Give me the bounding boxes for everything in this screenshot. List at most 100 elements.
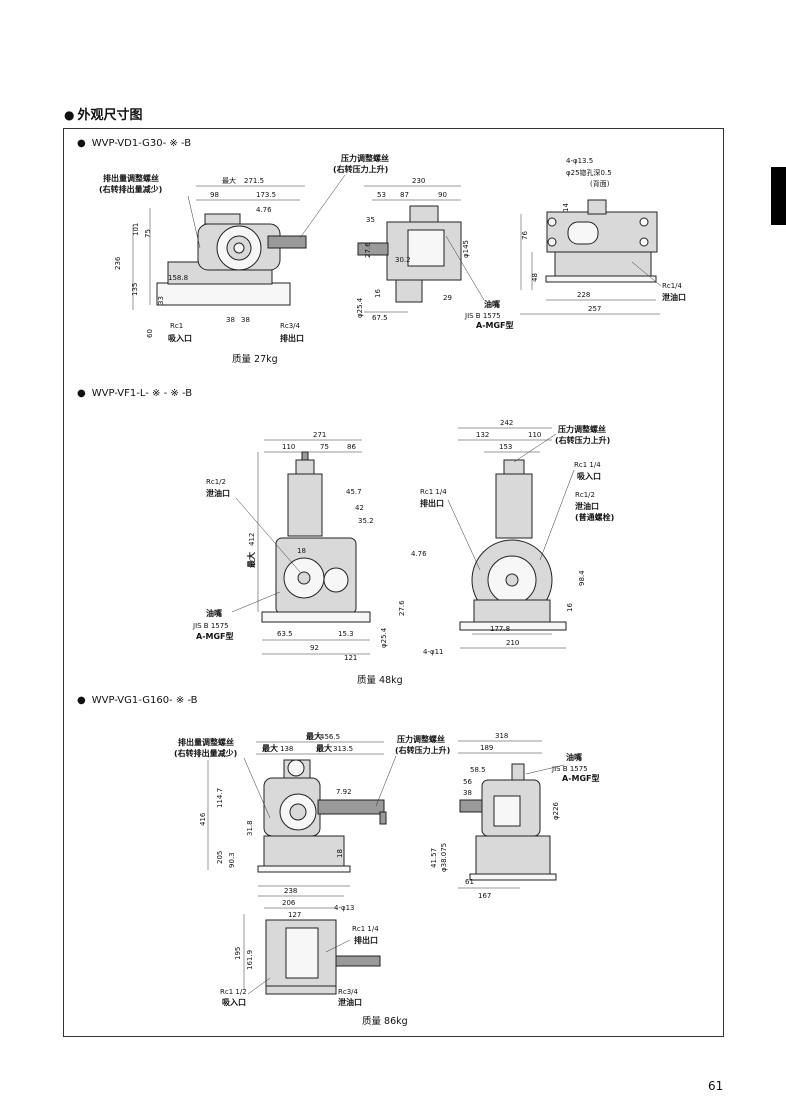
- dim-label: φ226: [552, 801, 560, 820]
- model-heading-vf1: ●WVP-VF1-L- ※ - ※ -B: [77, 388, 193, 399]
- label-rc12: Rc1/2: [575, 491, 595, 499]
- dim-label: 7.92: [336, 788, 352, 796]
- dim-label: 138: [280, 745, 293, 753]
- dim-label: 38: [241, 316, 250, 324]
- label-oil-nozzle: 油嘴: [484, 299, 500, 309]
- dim-label: 4.76: [256, 206, 272, 214]
- label-jis: JIS B 1575: [464, 312, 501, 320]
- dim-label: 29: [443, 294, 452, 302]
- label-discharge: 排出口: [280, 333, 304, 343]
- label-rc12: Rc1/2: [206, 478, 226, 486]
- dim-label: 76: [521, 231, 529, 240]
- dim-label: 16: [374, 289, 382, 298]
- label-suction: 吸入口: [577, 472, 601, 481]
- dim-label: 416: [199, 812, 207, 826]
- label-mgf: A-MGF型: [476, 320, 514, 330]
- dim-label: 318: [495, 732, 508, 740]
- label-pressure-screw-note: (右转压力上升): [333, 164, 388, 174]
- dim-label: 121: [344, 654, 357, 662]
- dim-label: 114.7: [216, 788, 224, 808]
- dim-label: 27.6: [364, 242, 372, 258]
- dim-label: 56: [463, 778, 472, 786]
- dim-label: 38: [226, 316, 235, 324]
- label-rc114: Rc1 1/4: [352, 925, 379, 933]
- dim-label: 153: [499, 443, 512, 451]
- label-suction: 吸入口: [168, 334, 192, 343]
- dim-label: 90.3: [228, 852, 236, 868]
- label-rc34: Rc3/4: [280, 322, 301, 330]
- drawing-vg1-plan-view: 238 206 127 195 161.9 4-φ13 Rc1 1/4 排出口 …: [220, 887, 381, 1007]
- drawing-frame: [63, 128, 724, 1037]
- dim-label: 210: [506, 639, 519, 647]
- dim-label: 75: [320, 443, 329, 451]
- bullet-icon: ●: [77, 695, 86, 706]
- dim-label: 158.8: [168, 274, 188, 282]
- dim-label: 257: [588, 305, 601, 313]
- dim-label: 90: [438, 191, 447, 199]
- dim-label: φ38.075: [440, 843, 448, 872]
- dim-label: 16: [566, 603, 574, 612]
- dim-label: 75: [144, 229, 152, 238]
- label-pressure-screw-note: (右转压力上升): [395, 745, 450, 755]
- dim-label: 最大: [262, 743, 278, 753]
- dim-label: 98.4: [578, 570, 586, 586]
- dim-label: 61: [465, 878, 474, 886]
- dim-label: 206: [282, 899, 296, 907]
- label-jis: JIS B 1575: [192, 622, 229, 630]
- page-tab-marker: [771, 167, 786, 225]
- dim-label: 132: [476, 431, 489, 439]
- dim-label: 63.5: [277, 630, 293, 638]
- dim-label: 271.5: [244, 177, 264, 185]
- bullet-icon: ●: [77, 388, 86, 399]
- model-heading-vd1: ●WVP-VD1-G30- ※ -B: [77, 138, 192, 149]
- dim-label: 18: [297, 547, 306, 555]
- label-mgf: A-MGF型: [196, 631, 234, 641]
- dim-label: 60: [146, 329, 154, 338]
- label-oil-nozzle: 油嘴: [566, 752, 582, 762]
- dim-label: 135: [131, 283, 139, 296]
- dim-label: 110: [282, 443, 295, 451]
- dim-label: 58.5: [470, 766, 486, 774]
- dim-label: 228: [577, 291, 590, 299]
- dim-label: 92: [310, 644, 319, 652]
- dim-label: 30.2: [395, 256, 411, 264]
- dim-label: 242: [500, 419, 513, 427]
- label-disp-screw-note: (右转排出量减少): [174, 748, 237, 758]
- dim-label: 35.2: [358, 517, 374, 525]
- dim-label: 101: [132, 223, 140, 236]
- dim-label: 最大: [306, 731, 322, 741]
- dim-label: 35: [366, 216, 375, 224]
- label-suction: 吸入口: [222, 998, 246, 1007]
- dim-label: 42: [355, 504, 364, 512]
- label-bolt-holes: 4-φ13: [334, 904, 355, 912]
- dim-label: 98: [210, 191, 219, 199]
- label-disp-screw: 排出量调整螺丝: [178, 737, 234, 747]
- bullet-icon: ●: [77, 138, 86, 149]
- label-rc14: Rc1/4: [662, 282, 683, 290]
- dim-label: 14: [562, 203, 570, 212]
- drawing-vd1-front-view: 230 53 87 90 35 27.6 30.2 φ145 29 16 φ25…: [356, 177, 514, 330]
- dim-label: 67.5: [372, 314, 388, 322]
- dim-label: 195: [234, 947, 242, 960]
- model-heading-vg1: ●WVP-VG1-G160- ※ -B: [77, 695, 198, 706]
- mass-vf1: 质量 48kg: [357, 675, 403, 686]
- drawing-vf1-front-view: 242 132 110 153 4.76 98.4 16 177.8 210 压…: [411, 419, 614, 656]
- dim-label: 48: [531, 273, 539, 282]
- dim-label: 38: [463, 789, 472, 797]
- section-title: ●外观尺寸图: [64, 108, 143, 123]
- label-disp-screw: 排出量调整螺丝: [103, 173, 159, 183]
- label-pressure-screw-note: (右转压力上升): [555, 435, 610, 445]
- dim-label: 238: [284, 887, 297, 895]
- dim-label: 87: [400, 191, 409, 199]
- dim-label: 最大: [222, 176, 236, 185]
- label-rc114: Rc1 1/4: [574, 461, 601, 469]
- drawing-vd1-rear-view: 4-φ13.5 φ25锪孔深0.5 (背面) 76 14 48 228 257 …: [520, 157, 686, 315]
- dim-label: 412: [248, 533, 256, 546]
- dim-label: φ25.4: [380, 627, 388, 648]
- label-mgf: A-MGF型: [562, 773, 600, 783]
- dim-label: 236: [114, 256, 122, 270]
- mass-vg1: 质量 86kg: [362, 1016, 408, 1027]
- page-number: 61: [708, 1079, 724, 1093]
- label-drain: 泄油口: [575, 501, 599, 511]
